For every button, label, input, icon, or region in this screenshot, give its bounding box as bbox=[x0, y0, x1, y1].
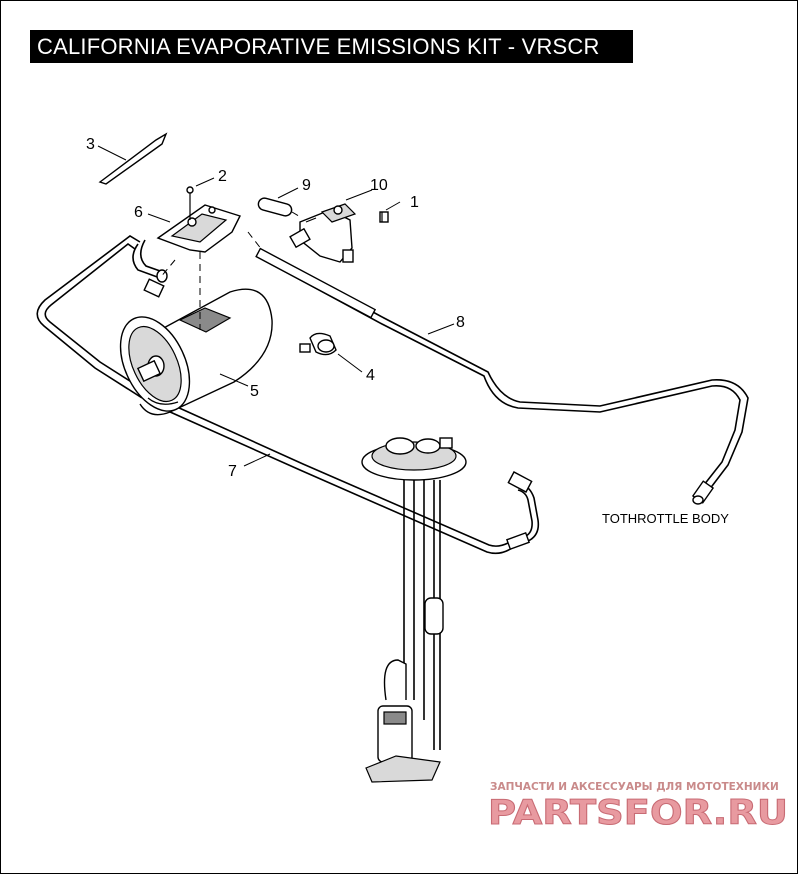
watermark-logo: PARTSFOR.RU bbox=[488, 793, 788, 833]
callout-1: 1 bbox=[410, 194, 419, 211]
callout-7: 7 bbox=[228, 463, 237, 480]
hose-9 bbox=[257, 197, 303, 219]
vent-tube-7 bbox=[36, 235, 540, 555]
callout-8: 8 bbox=[456, 314, 465, 331]
throttle-hose-8 bbox=[255, 247, 749, 505]
purge-valve-10 bbox=[289, 203, 357, 263]
callout-6: 6 bbox=[134, 204, 143, 221]
callout-10: 10 bbox=[370, 177, 388, 194]
bracket-6 bbox=[156, 186, 263, 330]
canister-hose bbox=[132, 239, 168, 298]
screw-1 bbox=[379, 211, 389, 223]
page-title: CALIFORNIA EVAPORATIVE EMISSIONS KIT - V… bbox=[30, 30, 633, 63]
watermark-tagline: ЗАПЧАСТИ И АКСЕССУАРЫ ДЛЯ МОТОТЕХНИКИ bbox=[490, 781, 779, 793]
callout-9: 9 bbox=[302, 177, 311, 194]
cable-strap-3 bbox=[98, 132, 168, 185]
callout-leaders bbox=[97, 145, 455, 467]
callout-2: 2 bbox=[218, 168, 227, 185]
callout-5: 5 bbox=[250, 383, 259, 400]
throttle-body-label: TOTHROTTLE BODY bbox=[602, 511, 729, 526]
callout-3: 3 bbox=[86, 136, 95, 153]
clamp-4 bbox=[299, 332, 337, 356]
canister-5 bbox=[119, 288, 273, 416]
fuel-pump-assembly bbox=[361, 437, 467, 783]
callout-4: 4 bbox=[366, 367, 375, 384]
